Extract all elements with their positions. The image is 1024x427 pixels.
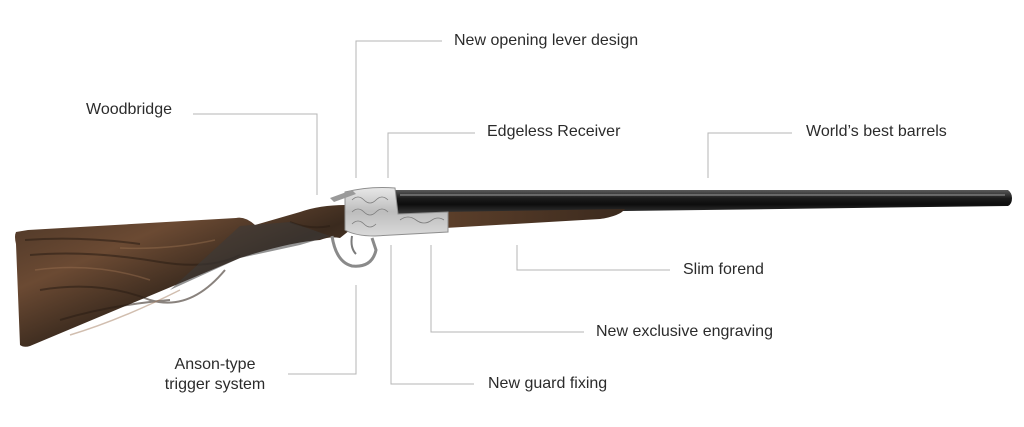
callout-anson-trigger-line1: Anson-type	[174, 356, 256, 373]
barrels	[395, 190, 1012, 214]
callout-opening-lever: New opening lever design	[454, 32, 639, 49]
leader-edgeless-receiver	[387, 132, 475, 178]
callout-best-barrels: World’s best barrels	[806, 123, 947, 140]
leader-slim-forend	[516, 245, 670, 271]
wood-grain-light	[34, 239, 216, 336]
callout-exclusive-engraving: New exclusive engraving	[596, 323, 773, 340]
leader-woodbridge	[193, 113, 318, 195]
receiver	[344, 187, 449, 237]
leader-lines	[193, 40, 792, 385]
callout-anson-trigger-line2: trigger system	[164, 376, 266, 393]
opening-lever	[330, 190, 356, 202]
trigger	[350, 235, 357, 255]
leader-best-barrels	[707, 132, 792, 178]
engraving-pattern	[351, 196, 445, 228]
callout-anson-trigger: Anson-type trigger system	[150, 355, 280, 395]
callout-guard-fixing: New guard fixing	[488, 375, 608, 392]
leader-opening-lever	[355, 40, 442, 178]
callout-slim-forend: Slim forend	[683, 261, 764, 278]
callout-woodbridge: Woodbridge	[86, 101, 172, 118]
leader-exclusive-engraving	[430, 245, 584, 333]
grip-section	[170, 222, 330, 290]
shotgun-illustration	[15, 187, 1012, 347]
forend	[440, 209, 625, 228]
trigger-guard	[330, 235, 378, 268]
callout-edgeless-receiver: Edgeless Receiver	[487, 123, 621, 140]
leader-guard-fixing	[390, 245, 474, 385]
leader-anson-trigger	[288, 285, 357, 375]
